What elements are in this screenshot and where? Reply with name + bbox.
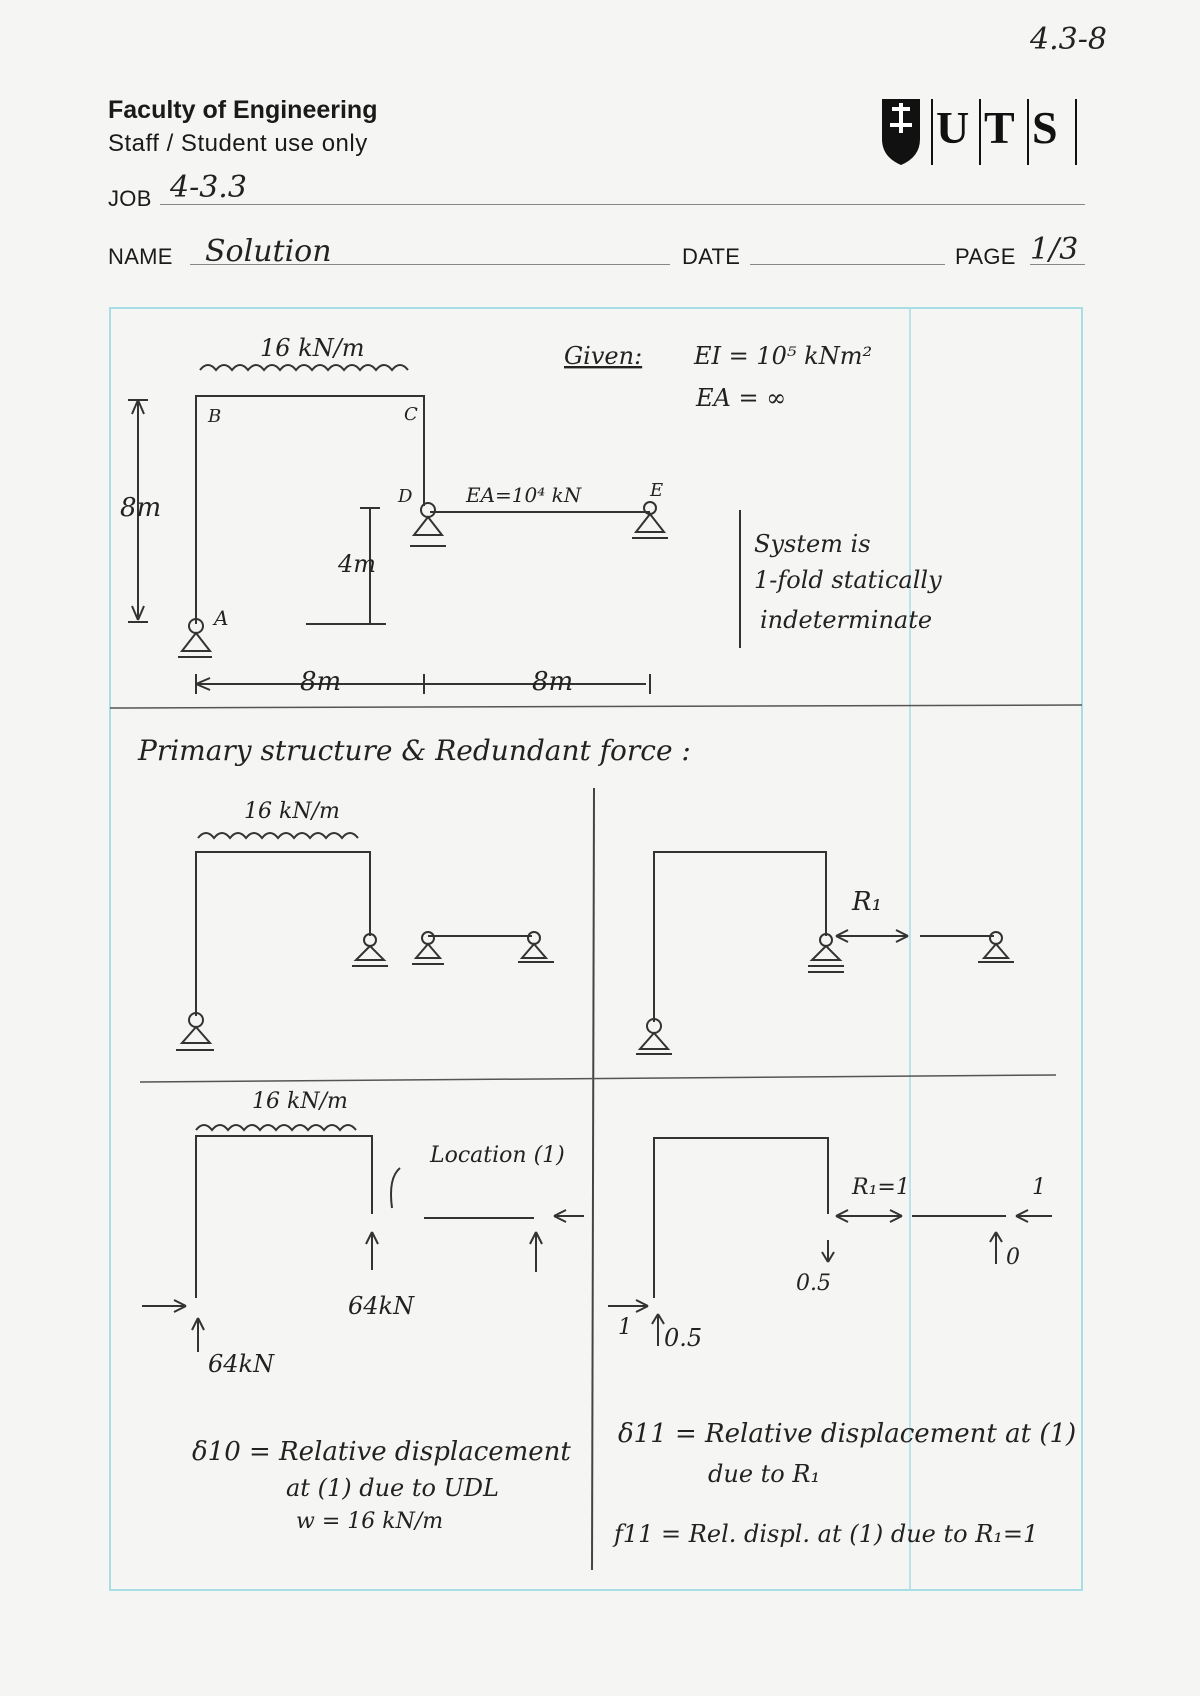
note-line-1: System is [754, 530, 871, 558]
primary-heading: Primary structure & Redundant force : [137, 734, 691, 767]
udl-top [199, 364, 409, 372]
dim-span-arrow [195, 674, 651, 694]
job-label: JOB [108, 186, 152, 211]
dim-d-arrow [306, 507, 386, 625]
note-line-3: indeterminate [760, 606, 932, 634]
joint-d-label: D [397, 486, 413, 507]
delta10-line-1: δ10 = Relative displacement [192, 1437, 571, 1467]
primary-load-label: 16 kN/m [244, 799, 340, 824]
name-label: NAME [108, 244, 173, 269]
date-label: DATE [682, 244, 741, 269]
joint-c-label: C [404, 404, 418, 425]
delta11-line-2: due to R₁ [708, 1460, 820, 1488]
support-d-pin [420, 502, 436, 518]
dim-d-label: 4m [337, 550, 376, 578]
unit-load-label: 1 [1032, 1175, 1046, 1200]
logo-letter-s: S [1032, 102, 1058, 153]
delta10-line-3: w = 16 kN/m [296, 1509, 443, 1534]
dim-height-arrow [128, 399, 148, 623]
reaction-a-v-label: 0.5 [664, 1324, 702, 1352]
load-top-label: 16 kN/m [260, 334, 365, 362]
date-line [750, 264, 945, 265]
staff-subtitle: Staff / Student use only [108, 130, 368, 157]
f11-line: f11 = Rel. displ. at (1) due to R₁=1 [612, 1520, 1038, 1548]
given-label: Given: [564, 342, 642, 370]
frame-members [195, 395, 425, 624]
r1-unit-label: R₁=1 [851, 1175, 910, 1200]
support-d [411, 515, 445, 536]
reaction-a-h-label: 1 [618, 1315, 632, 1340]
page-value: 1/3 [1030, 232, 1079, 267]
bar-de-label: EA=10⁴ kN [465, 483, 583, 507]
reaction-c-label: 0.5 [796, 1271, 831, 1296]
work-frame [109, 307, 1083, 1591]
logo-letter-u: U [936, 102, 969, 153]
faculty-title: Faculty of Engineering [108, 96, 378, 124]
page-label: PAGE [955, 244, 1016, 269]
primary-right-diagram [636, 851, 1014, 1055]
support-e [633, 512, 667, 533]
joint-e-label: E [649, 480, 663, 501]
dim-left-label: 8m [300, 667, 341, 697]
section-divider-2 [139, 1074, 1057, 1083]
location-label: Location (1) [429, 1143, 565, 1168]
dim-right-label: 8m [532, 667, 573, 697]
reaction-left-label: 64kN [208, 1350, 275, 1378]
delta10-line-2: at (1) due to UDL [286, 1474, 499, 1502]
case-udl-diagram [142, 1124, 584, 1352]
dim-height-label: 8m [120, 493, 161, 523]
primary-r1-label: R₁ [851, 887, 882, 917]
note-line-2: 1-fold statically [754, 566, 942, 594]
name-line [190, 264, 670, 265]
joint-b-label: B [207, 406, 221, 427]
case-load-label: 16 kN/m [252, 1089, 348, 1114]
page-line [1030, 264, 1085, 265]
support-a [179, 631, 213, 652]
primary-left-diagram [176, 832, 554, 1051]
delta11-line-1: δ11 = Relative displacement at (1) [618, 1419, 1076, 1449]
reaction-e-label: 0 [1006, 1245, 1020, 1270]
given-ei: EI = 10⁵ kNm² [693, 342, 872, 370]
logo-letter-t: T [984, 102, 1015, 153]
section-divider-1 [109, 704, 1083, 709]
page-reference: 4.3-8 [1030, 22, 1107, 57]
given-ea: EA = ∞ [695, 384, 786, 412]
uts-logo: U T S [882, 99, 1077, 165]
case-unit-diagram [608, 1137, 1052, 1346]
name-value: Solution [205, 234, 332, 269]
job-line [160, 204, 1085, 205]
column-divider [591, 787, 595, 1571]
job-value: 4-3.3 [170, 170, 247, 205]
joint-a-label: A [212, 606, 228, 630]
reaction-right-label: 64kN [348, 1292, 415, 1320]
frame-diagram [128, 364, 741, 694]
